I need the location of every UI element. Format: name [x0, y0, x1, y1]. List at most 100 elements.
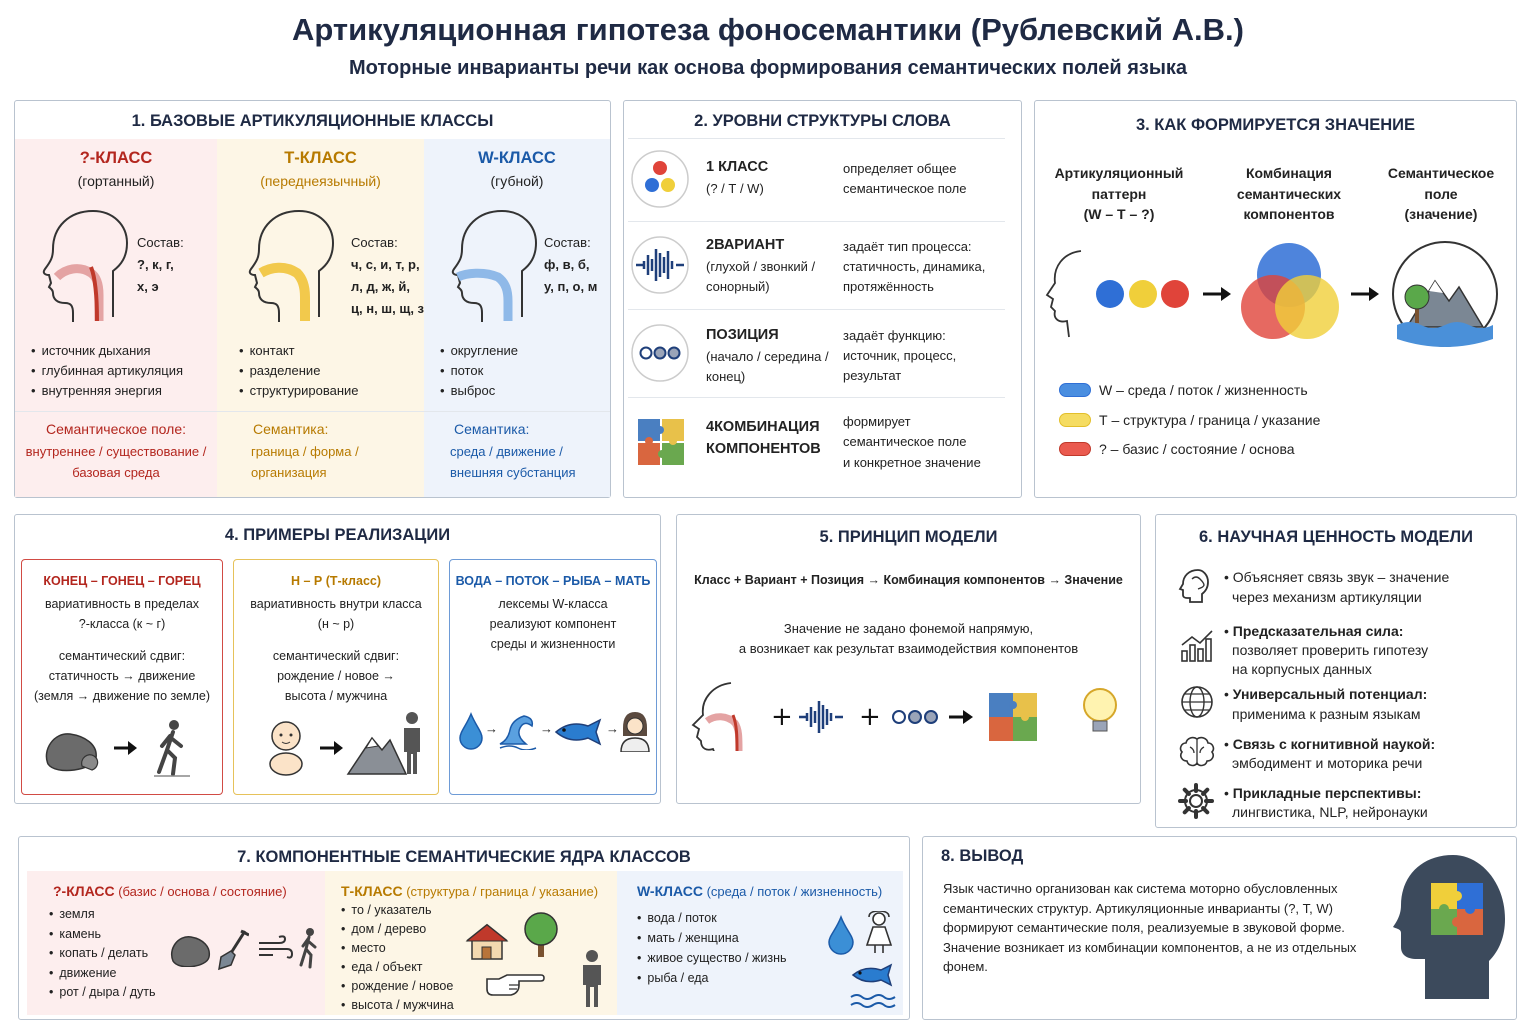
feature-item: глубинная артикуляция — [31, 361, 183, 381]
value-line: эмбодимент и моторика речи — [1232, 755, 1423, 771]
mountain-man-icon — [346, 712, 420, 775]
core-item: вода / поток — [637, 908, 787, 928]
meaning-flow-diagram — [1045, 241, 1498, 347]
panel-articulation-classes: 1. БАЗОВЫЕ АРТИКУЛЯЦИОННЫЕ КЛАССЫ ?-КЛАС… — [14, 100, 611, 498]
step-heading: (W – Т – ?) — [1083, 206, 1155, 222]
walking-person-icon — [154, 720, 190, 777]
house-icon — [465, 923, 509, 960]
level-note: (начало / середина / — [706, 349, 829, 364]
level-description: и конкретное значение — [843, 455, 981, 470]
core-item: земля — [49, 905, 156, 925]
level-description: формирует — [843, 414, 911, 429]
level-note: сонорный) — [706, 279, 770, 294]
head-profile-icon — [42, 210, 129, 322]
stone-icon — [45, 733, 99, 772]
example-card: КОНЕЦ – ГОНЕЦ – ГОРЕЦ вариативность в пр… — [21, 559, 223, 795]
model-pipeline-diagram: + + — [691, 682, 1117, 751]
composition-line: ф, в, б, — [544, 257, 590, 272]
core-item: высота / мужчина — [341, 996, 453, 1015]
svg-text:+: + — [859, 702, 881, 732]
panel-title: 3. КАК ФОРМИРУЕТСЯ ЗНАЧЕНИЕ — [1135, 116, 1416, 134]
head-puzzle-icon — [1393, 855, 1505, 999]
composition-label: Состав: — [351, 235, 398, 250]
class-subtitle: (гортанный) — [77, 173, 155, 189]
example-line: вариативность внутри класса — [250, 597, 422, 611]
feature-item: источник дыхания — [31, 341, 183, 361]
arrow-right-icon: → — [606, 721, 619, 736]
example-line: высота / мужчина — [284, 689, 388, 703]
value-text: • Прикладные перспективы: — [1224, 785, 1422, 801]
core-item: дом / дерево — [341, 920, 454, 939]
value-line: лингвистика, NLP, нейронауки — [1232, 804, 1428, 820]
semantic-field-line: граница / форма / — [251, 444, 359, 459]
level-description: семантическое поле — [843, 181, 967, 196]
head-profile-icon — [451, 210, 538, 322]
example-line: семантический сдвиг: — [272, 649, 400, 663]
value-text: • Предсказательная сила: — [1224, 623, 1404, 639]
step-heading: Семантическое — [1387, 165, 1495, 181]
level-name: ПОЗИЦИЯ — [706, 327, 779, 343]
value-heading: Связь с когнитивной наукой: — [1232, 736, 1436, 752]
panel-title: 4. ПРИМЕРЫ РЕАЛИЗАЦИИ — [224, 526, 451, 544]
panel-title: 7. КОМПОНЕНТНЫЕ СЕМАНТИЧЕСКИЕ ЯДРА КЛАСС… — [237, 848, 691, 866]
water-drop-icon — [828, 915, 854, 955]
example-card: Н – Р (Т-класс) вариативность внутри кла… — [233, 559, 439, 795]
arrow-right-icon: → — [485, 721, 498, 736]
shovel-icon — [218, 929, 249, 971]
core-class-note: (среда / поток / жизненность) — [706, 884, 883, 899]
feature-item: контакт — [239, 341, 359, 361]
step-heading: Комбинация — [1246, 165, 1332, 181]
level-description: задаёт функцию: — [843, 328, 946, 343]
core-item: еда / объект — [341, 958, 454, 977]
core-item: движение — [49, 964, 156, 984]
conclusion-line: фонем. — [943, 959, 988, 974]
value-line: через механизм артикуляции — [1232, 589, 1422, 605]
svg-text:+: + — [771, 702, 793, 732]
panel-title: 5. ПРИНЦИП МОДЕЛИ — [819, 528, 998, 546]
semantic-field-line: внешняя субстанция — [450, 465, 576, 480]
level-description: семантическое поле — [843, 434, 967, 449]
model-note: а возникает как результат взаимодействия… — [738, 641, 1079, 656]
composition-line: л, д, ж, й, — [351, 279, 411, 294]
core-item: копать / делать — [49, 944, 156, 964]
wave-icon — [499, 715, 537, 750]
arrow-right-icon: → — [540, 721, 553, 736]
example-line: (н ~ р) — [317, 617, 355, 631]
conclusion-line: Язык частично организован как система мо… — [943, 881, 1338, 896]
woman-icon — [620, 712, 650, 752]
class-name: ?-КЛАСС — [79, 149, 153, 167]
example-card: ВОДА – ПОТОК – РЫБА – МАТЬ лексемы W-кла… — [449, 559, 657, 795]
step-heading: (значение) — [1404, 206, 1478, 222]
step-heading: поле — [1424, 185, 1458, 202]
position-dots-icon — [631, 324, 689, 382]
page-title: Артикуляционная гипотеза фоносемантики (… — [292, 12, 1244, 47]
value-line: на корпусных данных — [1232, 661, 1372, 677]
core-item: камень — [49, 925, 156, 945]
legend-swatch-blue — [1059, 383, 1091, 397]
level-description: результат — [843, 368, 902, 383]
tree-icon — [524, 912, 558, 957]
level-name: 1 КЛАСС — [706, 159, 769, 175]
conclusion-line: семантических структур. Артикуляционные … — [943, 900, 1333, 916]
panel-semantic-cores: 7. КОМПОНЕНТНЫЕ СЕМАНТИЧЕСКИЕ ЯДРА КЛАСС… — [18, 836, 910, 1020]
value-text: • Универсальный потенциал: — [1224, 686, 1428, 702]
value-heading: Предсказательная сила: — [1232, 623, 1404, 639]
wind-icon — [259, 935, 293, 959]
class-column-labial: W-КЛАСС (губной) Состав: ф, в, б, у, п, … — [424, 139, 610, 497]
example-line: среды и жизненности — [490, 637, 616, 651]
example-heading: ВОДА – ПОТОК – РЫБА – МАТЬ — [455, 574, 651, 588]
woman-icon — [865, 911, 893, 953]
core-item: рот / дыра / дуть — [49, 983, 155, 1003]
core-class-name: Т-КЛАСС — [341, 883, 403, 899]
core-class-name: W-КЛАСС — [637, 883, 703, 899]
level-note: (глухой / звонкий / — [706, 259, 816, 274]
legend-label: W – среда / поток / жизненность — [1099, 382, 1308, 398]
composition-label: Состав: — [544, 235, 591, 250]
panel-title: 2. УРОВНИ СТРУКТУРЫ СЛОВА — [694, 112, 951, 130]
water-drop-icon — [459, 712, 483, 750]
puzzle-icon — [638, 419, 684, 465]
fish-icon — [851, 963, 893, 987]
semantic-field-label: Семантика: — [454, 421, 530, 437]
panel-scientific-value: 6. НАУЧНАЯ ЦЕННОСТЬ МОДЕЛИ • Объясняет с… — [1155, 514, 1517, 828]
example-line: ?-класса (к ~ г) — [78, 617, 166, 631]
